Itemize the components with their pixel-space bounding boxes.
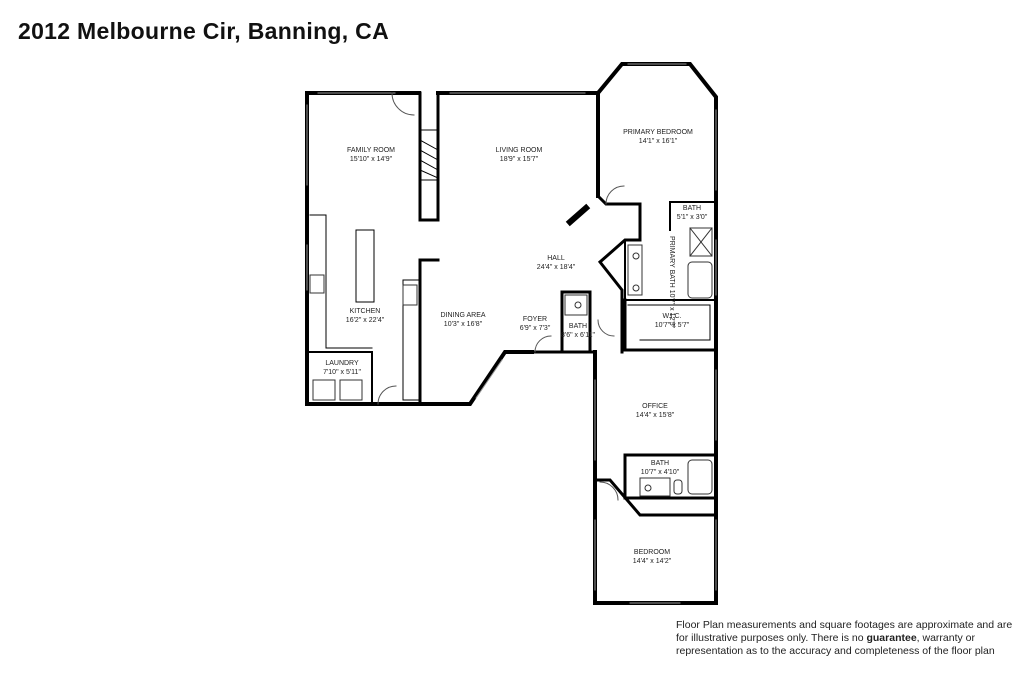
kitchen-island [355, 229, 375, 303]
vanity [627, 244, 643, 296]
interior-wall [418, 91, 440, 222]
interior-wall [565, 203, 591, 227]
interior-wall [593, 478, 718, 517]
exterior-wall [418, 350, 534, 406]
vanity [564, 294, 588, 316]
interior-wall [627, 304, 711, 341]
washer [312, 379, 336, 401]
interior-wall [595, 193, 642, 354]
disclaimer-text: Floor Plan measurements and square foota… [676, 619, 1013, 657]
fireplace [419, 129, 439, 181]
shower [689, 227, 713, 257]
dryer [339, 379, 363, 401]
cabinet [402, 284, 418, 306]
bathtub [687, 261, 713, 299]
interior-wall [418, 258, 440, 406]
interior-wall [669, 201, 717, 231]
kitchen-counter [309, 214, 373, 349]
room-label-wic: W.I.C.10'7" x 5'7" [654, 313, 690, 329]
toilet [673, 479, 683, 495]
exterior-wall [305, 91, 422, 406]
vanity [639, 477, 671, 497]
bathtub [687, 459, 713, 495]
interior-wall [623, 298, 718, 352]
kitchen-counter [402, 279, 421, 401]
page-title: 2012 Melbourne Cir, Banning, CA [18, 18, 389, 44]
interior-wall [560, 290, 592, 354]
sink [309, 274, 325, 294]
